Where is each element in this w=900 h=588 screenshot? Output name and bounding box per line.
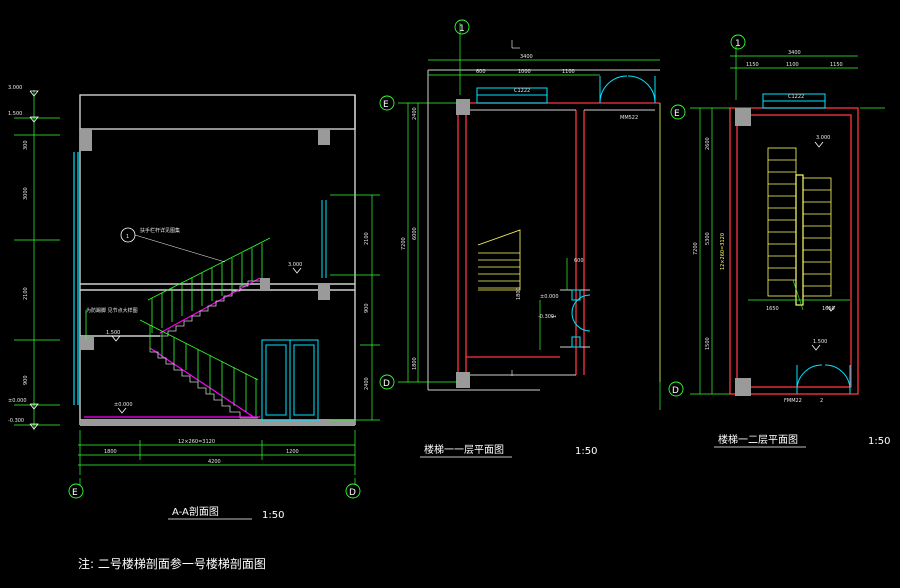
section-callout-number: 1: [126, 234, 129, 240]
section-note-kick: 为防踢脚 见节点大样图: [86, 307, 138, 314]
plan2-side-dim-total: 7200: [693, 242, 699, 255]
section-a-a: 1 扶手栏杆详见图集 为防踢脚 见节点大样图 3.000 1.500 ±0.00…: [8, 85, 380, 521]
plan-first-floor: E D D 1 3400 600 1000 1100 C1222 MM522 7…: [379, 19, 684, 458]
section-sub-dim-1: 1800: [104, 449, 117, 455]
plan1-title: 楼梯一一层平面图: [424, 443, 504, 456]
plan1-axis-d: D: [383, 379, 390, 389]
plan2-axis-e: E: [674, 109, 680, 119]
section-level-4: -0.300: [8, 418, 24, 424]
plan2-top-dim-total: 3400: [788, 50, 801, 56]
section-level-2: 1.500: [8, 111, 22, 117]
section-axis-e: E: [72, 488, 78, 498]
plan1-side-dim-total: 7200: [401, 237, 407, 250]
plan1-axis-d-right: D: [672, 386, 679, 396]
section-right-dim-3: 2400: [364, 377, 370, 390]
plan1-level-1: ±0.000: [540, 294, 559, 300]
plan2-top-dim-2: 1100: [786, 62, 799, 68]
plan2-window-label: C1222: [788, 94, 804, 100]
section-level-label-c: ±0.000: [114, 402, 133, 408]
plan1-top-dim-3: 1100: [562, 69, 575, 75]
plan2-small-dim-1: 1650: [766, 306, 779, 312]
plan1-top-dim-1: 600: [476, 69, 486, 75]
plan1-door-label: MM522: [620, 115, 638, 121]
plan2-top-dim-3: 1150: [830, 62, 843, 68]
plan1-top-dim-total: 3400: [520, 54, 533, 60]
plan1-level-2: -0.300: [538, 314, 554, 320]
section-right-dim-1: 2100: [364, 232, 370, 245]
plan2-side-dim-2: 1500: [705, 337, 711, 350]
plan2-small-label: 2: [820, 398, 823, 404]
section-scale: 1:50: [262, 510, 284, 521]
section-axis-d: D: [349, 488, 356, 498]
section-title: A-A剖面图: [172, 505, 219, 518]
section-note-railing: 扶手栏杆详见图集: [140, 227, 180, 234]
section-left-dim-4: 900: [23, 375, 29, 385]
section-left-dim-3: 2100: [23, 287, 29, 300]
section-level-label-b: 1.500: [106, 330, 120, 336]
section-level-top: 3.000: [8, 85, 22, 91]
plan2-level-2: 1.500: [813, 339, 827, 345]
plan2-side-dim-1: 5300: [705, 232, 711, 245]
section-level-3: ±0.000: [8, 398, 27, 404]
plan2-scale: 1:50: [868, 436, 890, 447]
plan2-stair-dim: 12×260=3120: [720, 233, 726, 270]
plan1-axis-1: 1: [459, 24, 465, 34]
section-level-label-a: 3.000: [288, 262, 302, 268]
plan1-top-dim-2: 1000: [518, 69, 531, 75]
section-stair-dim: 12×260=3120: [178, 439, 215, 445]
plan1-side-dim-1: 6000: [412, 227, 418, 240]
section-total-dim: 4200: [208, 459, 221, 465]
plan1-small-dim-1: 600: [574, 258, 584, 264]
plan2-title: 楼梯一二层平面图: [718, 433, 798, 446]
drawing-note: 注: 二号楼梯剖面参一号楼梯剖面图: [78, 556, 266, 571]
plan-second-floor: E 1 3400 1150 1100 1150 C1222 12×260=312…: [670, 34, 890, 448]
plan2-small-dim-2: 1650: [822, 306, 835, 312]
plan1-small-label: 1: [552, 315, 558, 318]
plan1-scale: 1:50: [575, 446, 597, 457]
plan2-level-1: 3.000: [816, 135, 830, 141]
section-left-dim-2: 3000: [23, 187, 29, 200]
section-sub-dim-2: 1200: [286, 449, 299, 455]
plan2-side-dim-3: 2600: [705, 137, 711, 150]
plan1-side-dim-2: 1800: [412, 357, 418, 370]
plan2-top-dim-1: 1150: [746, 62, 759, 68]
plan1-small-dim-2: 1800: [516, 287, 522, 300]
plan1-side-dim-3: 2400: [412, 107, 418, 120]
plan1-axis-e: E: [383, 100, 389, 110]
plan2-axis-1: 1: [735, 39, 741, 49]
plan2-door-label: FMM22: [784, 398, 802, 404]
section-left-dim-1: 300: [23, 140, 29, 150]
section-right-dim-2: 900: [364, 303, 370, 313]
plan1-window-label: C1222: [514, 88, 530, 94]
